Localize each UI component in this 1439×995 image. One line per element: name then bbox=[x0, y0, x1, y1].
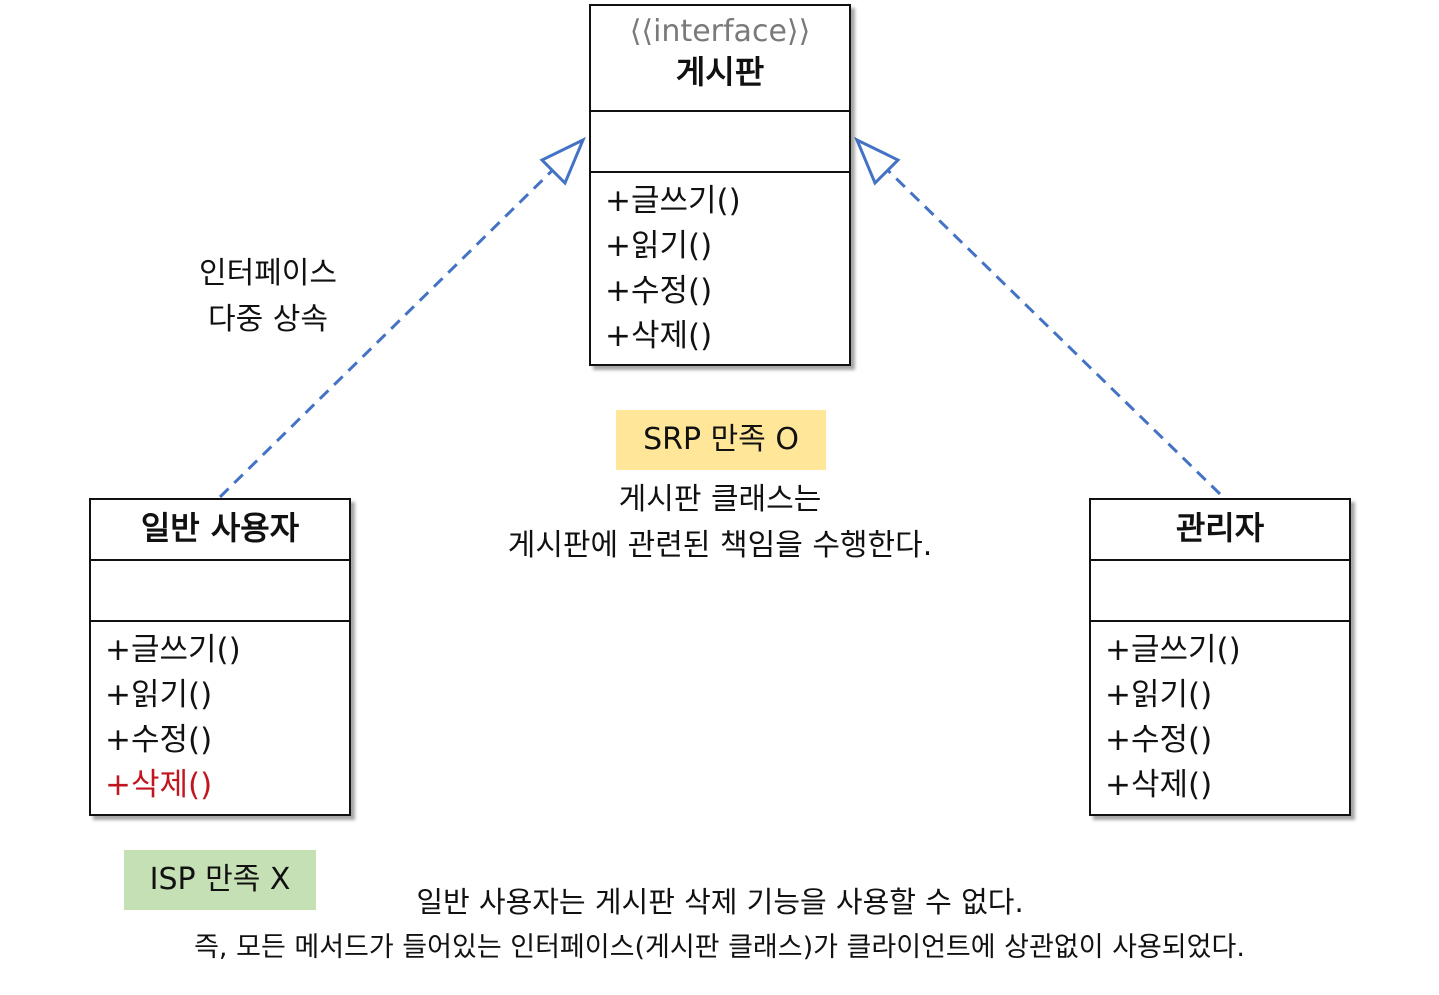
general-user-name: 일반 사용자 bbox=[140, 509, 300, 547]
operation-delete: +삭제() bbox=[1105, 767, 1213, 803]
interface-class-box[interactable]: ⟨⟨interface⟩⟩ 게시판 +글쓰기() +읽기() +수정() +삭제… bbox=[589, 4, 851, 366]
inheritance-label-line1: 인터페이스 bbox=[199, 256, 337, 291]
realization-arrowhead-left bbox=[539, 136, 586, 186]
isp-description-line1: 일반 사용자는 게시판 삭제 기능을 사용할 수 없다. bbox=[416, 885, 1024, 919]
inheritance-label-line2: 다중 상속 bbox=[208, 302, 328, 337]
operation-edit: +수정() bbox=[1105, 722, 1213, 758]
general-user-class-box[interactable]: 일반 사용자 +글쓰기() +읽기() +수정() +삭제() bbox=[89, 498, 351, 816]
admin-attributes bbox=[1091, 561, 1349, 622]
admin-operations: +글쓰기() +읽기() +수정() +삭제() bbox=[1091, 622, 1349, 808]
general-user-operations: +글쓰기() +읽기() +수정() +삭제() bbox=[91, 622, 349, 808]
operation-delete-unused: +삭제() bbox=[105, 767, 213, 803]
realization-line-general-user bbox=[218, 151, 572, 499]
srp-description-line1: 게시판 클래스는 bbox=[618, 482, 822, 517]
admin-class-box[interactable]: 관리자 +글쓰기() +읽기() +수정() +삭제() bbox=[1089, 498, 1351, 816]
operation-edit: +수정() bbox=[605, 273, 713, 309]
interface-header: ⟨⟨interface⟩⟩ 게시판 bbox=[591, 6, 849, 112]
operation-write: +글쓰기() bbox=[105, 632, 241, 668]
operation-read: +읽기() bbox=[605, 228, 713, 264]
isp-description-line2: 즉, 모든 메서드가 들어있는 인터페이스(게시판 클래스)가 클라이언트에 상… bbox=[194, 932, 1245, 963]
operation-edit: +수정() bbox=[105, 722, 213, 758]
realization-arrowhead-right bbox=[854, 136, 901, 186]
operation-read: +읽기() bbox=[1105, 677, 1213, 713]
srp-badge: SRP 만족 O bbox=[616, 410, 826, 470]
admin-header: 관리자 bbox=[1091, 500, 1349, 561]
operation-read: +읽기() bbox=[105, 677, 213, 713]
operation-delete: +삭제() bbox=[605, 318, 713, 354]
general-user-header: 일반 사용자 bbox=[91, 500, 349, 561]
interface-stereotype: ⟨⟨interface⟩⟩ bbox=[629, 14, 811, 49]
operation-write: +글쓰기() bbox=[605, 183, 741, 219]
interface-operations: +글쓰기() +읽기() +수정() +삭제() bbox=[591, 173, 849, 359]
srp-description-line2: 게시판에 관련된 책임을 수행한다. bbox=[507, 528, 933, 563]
interface-attributes bbox=[591, 112, 849, 173]
operation-write: +글쓰기() bbox=[1105, 632, 1241, 668]
isp-badge: ISP 만족 X bbox=[124, 850, 316, 910]
interface-name: 게시판 bbox=[675, 53, 765, 91]
general-user-attributes bbox=[91, 561, 349, 622]
realization-line-admin bbox=[868, 151, 1222, 496]
admin-name: 관리자 bbox=[1175, 509, 1265, 547]
